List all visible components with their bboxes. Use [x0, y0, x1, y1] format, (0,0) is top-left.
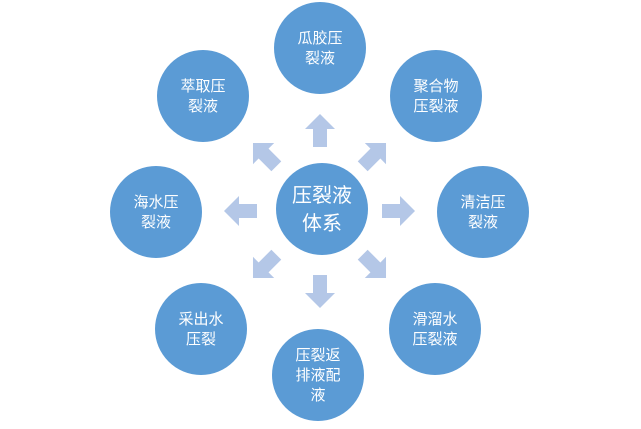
node-produced-water-fluid: 采出水 压裂 — [155, 283, 247, 375]
node-polymer-fluid: 聚合物 压裂液 — [390, 50, 482, 142]
block-arrow-icon-up-left — [252, 142, 282, 172]
node-label: 采出水 压裂 — [178, 309, 224, 348]
center-node-fracturing-fluid-system: 压裂液 体系 — [276, 163, 368, 255]
node-guar-gum-fluid: 瓜胶压 裂液 — [274, 2, 366, 94]
node-seawater-fluid: 海水压 裂液 — [110, 166, 202, 258]
block-arrow-icon-down — [305, 275, 335, 308]
node-clean-fluid: 清洁压 裂液 — [437, 166, 529, 258]
block-arrow-icon-left — [224, 196, 257, 226]
node-slickwater-fluid: 滑溜水 压裂液 — [389, 283, 481, 375]
node-label: 聚合物 压裂液 — [413, 76, 459, 115]
block-arrow-icon-right — [382, 196, 415, 226]
block-arrow-icon-down-left — [252, 249, 282, 279]
block-arrow-icon-up-right — [357, 142, 387, 172]
node-label: 滑溜水 压裂液 — [412, 309, 458, 348]
node-label: 海水压 裂液 — [133, 192, 179, 231]
node-extraction-fluid: 萃取压 裂液 — [157, 50, 249, 142]
node-label: 萃取压 裂液 — [180, 76, 226, 115]
node-label: 瓜胶压 裂液 — [297, 28, 343, 67]
node-label: 清洁压 裂液 — [460, 192, 506, 231]
node-flowback-fluid: 压裂返 排液配 液 — [272, 329, 364, 421]
block-arrow-icon-up — [305, 114, 335, 147]
block-arrow-icon-down-right — [357, 249, 387, 279]
center-node-label: 压裂液 体系 — [292, 183, 352, 235]
node-label: 压裂返 排液配 液 — [295, 345, 341, 405]
